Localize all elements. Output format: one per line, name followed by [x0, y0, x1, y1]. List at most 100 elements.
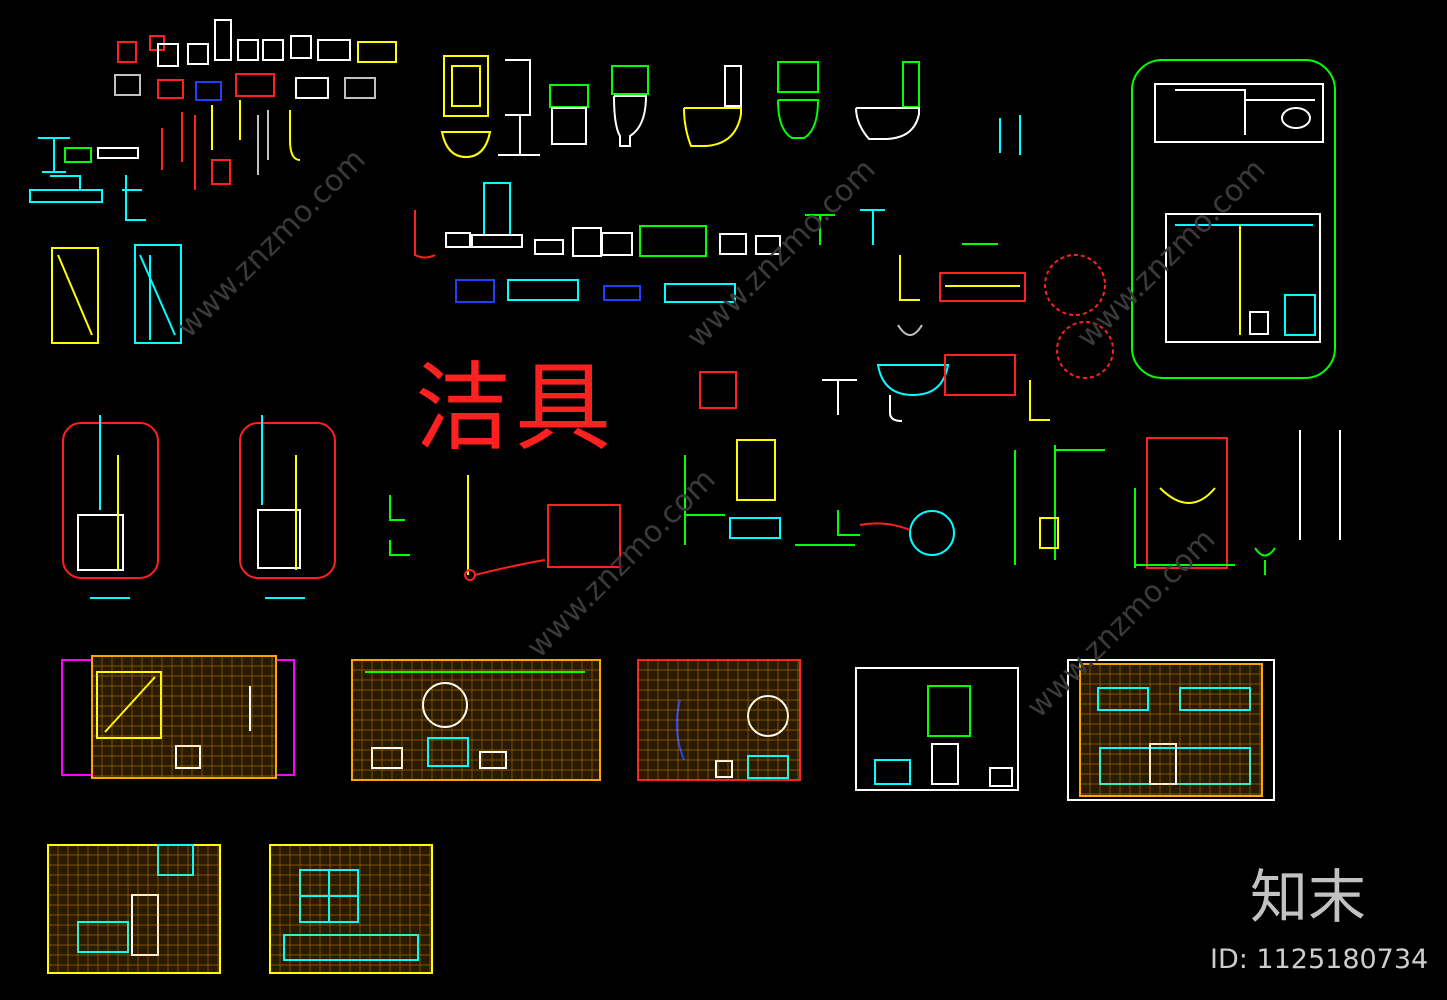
- toilet-elevation: [989, 767, 1013, 787]
- plan-frame: [1131, 59, 1336, 379]
- wall-section: [1029, 380, 1050, 421]
- basin-bracket-detail: [899, 255, 920, 301]
- toilet-tank-front: [611, 65, 649, 95]
- vanity-side-elevation: [684, 455, 725, 545]
- grab-bar-symbol: [211, 100, 241, 150]
- toilet-tank-symbol: [187, 43, 209, 65]
- toilet-elevation: [715, 760, 733, 778]
- elevation-frame: [1067, 659, 1275, 801]
- sheet-title: 洁具: [415, 352, 615, 464]
- toilet-elevation: [1249, 311, 1269, 335]
- vanity-symbol: [471, 234, 523, 248]
- toilet-tank-symbol: [157, 43, 179, 67]
- vanity-section-frame: [62, 422, 159, 579]
- shower-enclosure-elevation: [134, 244, 182, 344]
- pedestal-basin-elevation: [822, 379, 857, 415]
- toilet-front-symbol: [777, 99, 820, 139]
- grab-bar-symbol: [999, 115, 1021, 155]
- resource-id: ID: 1125180734: [1210, 944, 1429, 975]
- basin-plan-circle: [909, 510, 955, 556]
- bathtub-elevation: [639, 225, 707, 257]
- towel-bar-symbol: [122, 175, 146, 221]
- toilet-tank-symbol: [117, 41, 137, 63]
- bathtub-elevation: [874, 759, 911, 785]
- toilet-tank-symbol: [317, 39, 351, 61]
- bidet-symbol: [601, 232, 633, 256]
- basin-symbol: [445, 232, 471, 248]
- vanity-sections: [62, 415, 336, 599]
- detail-callouts: [699, 243, 1114, 422]
- tile-grid-lines: [48, 656, 1262, 973]
- shower-hose-symbol: [414, 210, 436, 259]
- brand-logo-text: 知末: [1250, 863, 1367, 931]
- toilet-front-symbol: [613, 95, 648, 147]
- leader-line: [474, 559, 546, 576]
- plan-partitions: [1175, 89, 1315, 135]
- right-mid-sections: [1014, 430, 1341, 575]
- toilet-side-symbol: [683, 107, 742, 147]
- fixtures-middle-row: [414, 182, 885, 303]
- plan-room-outline: [1154, 83, 1324, 143]
- toilet-symbol: [157, 79, 184, 99]
- toilet-tank-symbol: [262, 39, 284, 61]
- grab-bar-symbol: [161, 112, 196, 190]
- section-detail: [944, 354, 1016, 396]
- vanity-cabinet: [77, 514, 124, 571]
- detail-circle: [1044, 254, 1106, 316]
- pipe-node: [464, 569, 476, 581]
- vanity-cabinet: [257, 509, 301, 569]
- basin-symbol: [755, 235, 781, 255]
- mirror-elevation: [96, 671, 162, 739]
- shower-enclosure-plan: [51, 247, 99, 344]
- fixture-detail: [389, 540, 410, 556]
- sanitary-elevations-top: [440, 55, 1021, 159]
- toilet-tank-side: [902, 61, 920, 108]
- shower-rail-symbol: [257, 110, 269, 175]
- bathtub-symbol: [235, 73, 275, 97]
- basin-symbol: [534, 239, 564, 255]
- shower-hose-symbol: [289, 110, 301, 161]
- bidet-symbol: [344, 77, 376, 99]
- valve-detail: [699, 371, 737, 409]
- basin-side-elevation: [795, 510, 860, 546]
- vanity-elevation: [427, 737, 469, 767]
- pedestal-basin-symbol: [805, 214, 835, 245]
- vanity-cabinet: [729, 517, 781, 539]
- toilet-tank-front: [777, 61, 819, 93]
- wall-line: [1134, 488, 1235, 568]
- basin-section: [897, 324, 923, 336]
- urinal-side-symbol: [498, 59, 540, 156]
- fixture-detail: [389, 495, 405, 521]
- shower-door-swing: [57, 254, 93, 336]
- mirror-symbol: [443, 55, 489, 117]
- bathtub-symbol: [295, 77, 329, 99]
- fixture-library-top-left: [29, 19, 397, 344]
- center-mid-details: [389, 439, 955, 581]
- mirror-inner: [451, 65, 481, 107]
- basin-symbol: [64, 147, 92, 163]
- toilet-tank-symbol: [357, 41, 397, 63]
- clawfoot-tub-symbol: [455, 279, 495, 303]
- wall-cabinet: [1097, 687, 1149, 711]
- toilet-symbol: [195, 81, 222, 101]
- elevation-frame: [855, 667, 1019, 791]
- drain-trap: [889, 395, 903, 422]
- bathtub-symbol: [664, 283, 736, 303]
- vanity-section-box: [1146, 437, 1228, 569]
- basin-top-symbol: [549, 84, 589, 108]
- mirror-elevation: [736, 439, 776, 501]
- soap-holder-symbol: [211, 159, 231, 185]
- pedestal-basin-symbol: [38, 137, 70, 173]
- toilet-elevation-symbol: [214, 19, 232, 61]
- basin-cabinet-symbol: [551, 107, 587, 145]
- mirror-symbol: [483, 182, 511, 236]
- bathtub-symbol: [507, 279, 579, 301]
- basin-symbol: [719, 233, 747, 255]
- detail-circle: [1056, 321, 1114, 379]
- elevation-room-outline: [1165, 213, 1321, 343]
- shower-door-glass: [139, 254, 176, 340]
- basin-profile: [1159, 487, 1216, 504]
- toilet-symbol: [114, 74, 141, 96]
